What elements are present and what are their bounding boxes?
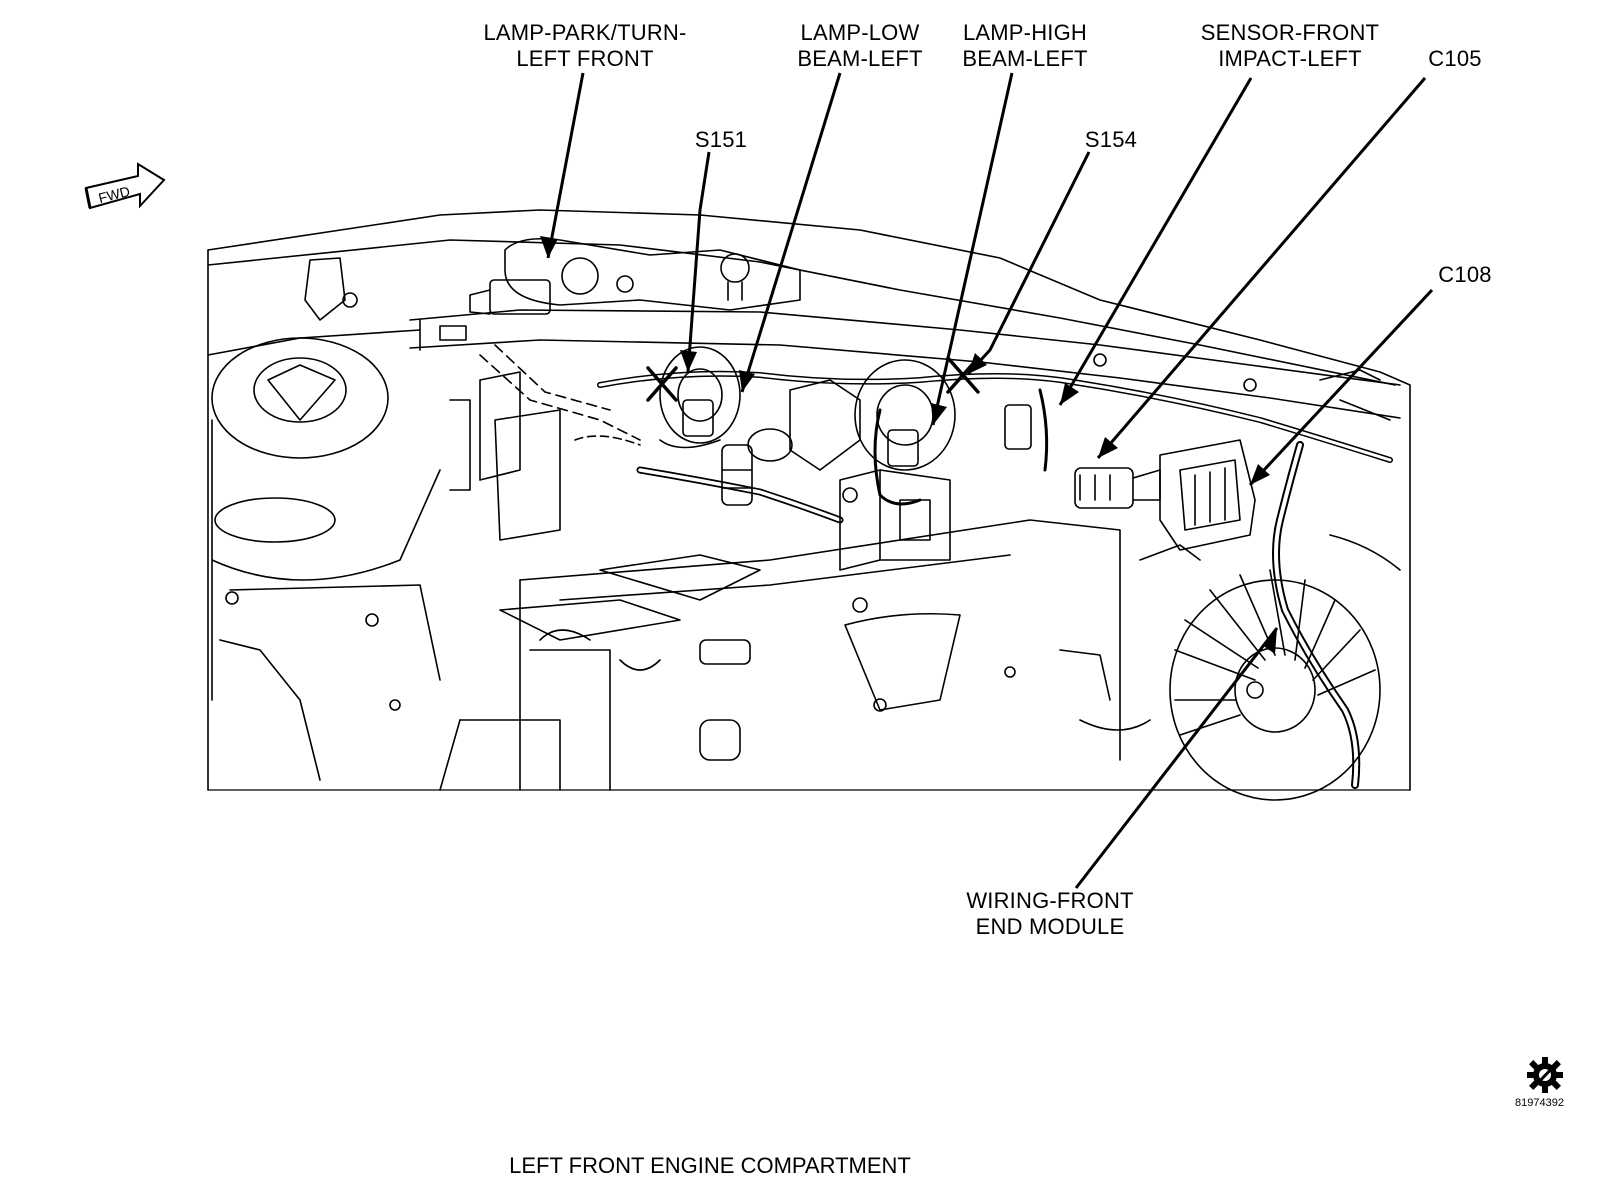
label-sensor-front-impact: SENSOR-FRONT IMPACT-LEFT [1200, 20, 1380, 71]
fwd-arrow-icon: FWD [84, 162, 166, 210]
label-c105: C105 [1428, 46, 1482, 71]
label-s154: S154 [1084, 127, 1138, 152]
diagram-caption: LEFT FRONT ENGINE COMPARTMENT [509, 1153, 911, 1178]
label-s151: S151 [694, 127, 748, 152]
label-lamp-low-beam: LAMP-LOW BEAM-LEFT [797, 20, 923, 71]
fwd-text: FWD [97, 183, 132, 206]
figure-id: 81974392 [1515, 1097, 1564, 1109]
label-c108: C108 [1438, 262, 1492, 287]
label-lamp-park-turn: LAMP-PARK/TURN- LEFT FRONT [483, 20, 687, 71]
label-lamp-high-beam: LAMP-HIGH BEAM-LEFT [962, 20, 1088, 71]
label-wiring-front-end-module: WIRING-FRONT END MODULE [966, 888, 1134, 939]
gear-icon [1527, 1057, 1563, 1093]
